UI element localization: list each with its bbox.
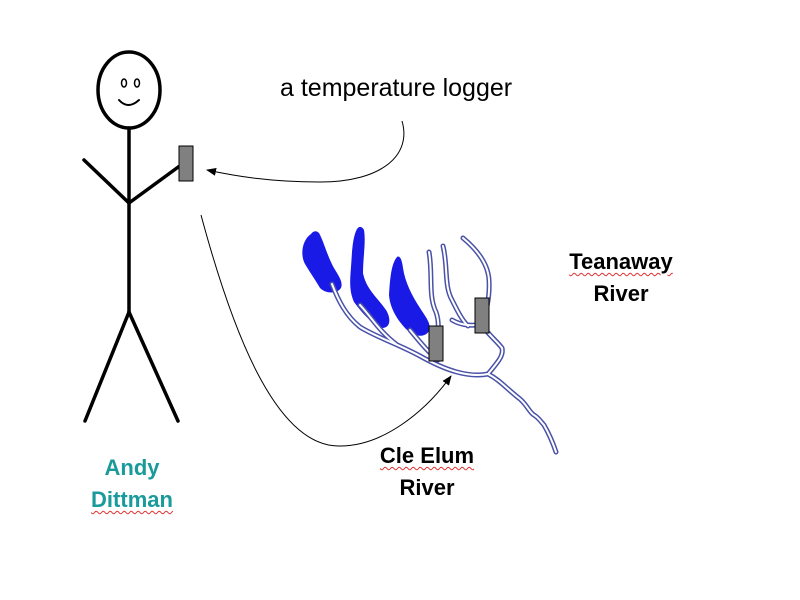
cle-elum-river-label: Cle Elum River: [362, 440, 492, 504]
person-last-name: Dittman: [91, 487, 173, 512]
lake-3: [389, 256, 430, 336]
held-logger-icon: [178, 145, 194, 182]
cle-elum-river-word: River: [399, 475, 455, 500]
cle-elum-channel-inner: [331, 283, 557, 453]
river-network: [329, 235, 559, 455]
figure-smile: [118, 99, 140, 106]
figure-head: [96, 50, 162, 130]
caption-arrow: [206, 120, 405, 183]
lake-2-outlet-inner: [359, 304, 397, 345]
figure-right-arm: [127, 163, 183, 205]
teanaway-river-label: Teanaway River: [555, 246, 687, 310]
teanaway-name: Teanaway: [569, 249, 673, 274]
lakes: [302, 226, 430, 336]
figure-right-eye: [133, 78, 141, 88]
tributary-2-inner: [442, 245, 469, 327]
figure-left-leg: [83, 310, 131, 423]
person-first-name: Andy: [104, 455, 160, 480]
logger-caption: a temperature logger: [280, 74, 513, 102]
figure-right-leg: [127, 310, 180, 423]
figure-left-arm: [82, 158, 131, 205]
stick-figure: [82, 50, 183, 423]
figure-left-eye: [120, 78, 128, 88]
cle-elum-logger-icon: [428, 325, 444, 362]
cle-elum-name: Cle Elum: [379, 443, 475, 468]
lake-1: [302, 231, 342, 293]
teanaway-river-word: River: [593, 281, 649, 306]
person-name-label: Andy Dittman: [82, 452, 182, 516]
teanaway-logger-icon: [474, 297, 490, 334]
deployment-arrow: [200, 214, 452, 447]
